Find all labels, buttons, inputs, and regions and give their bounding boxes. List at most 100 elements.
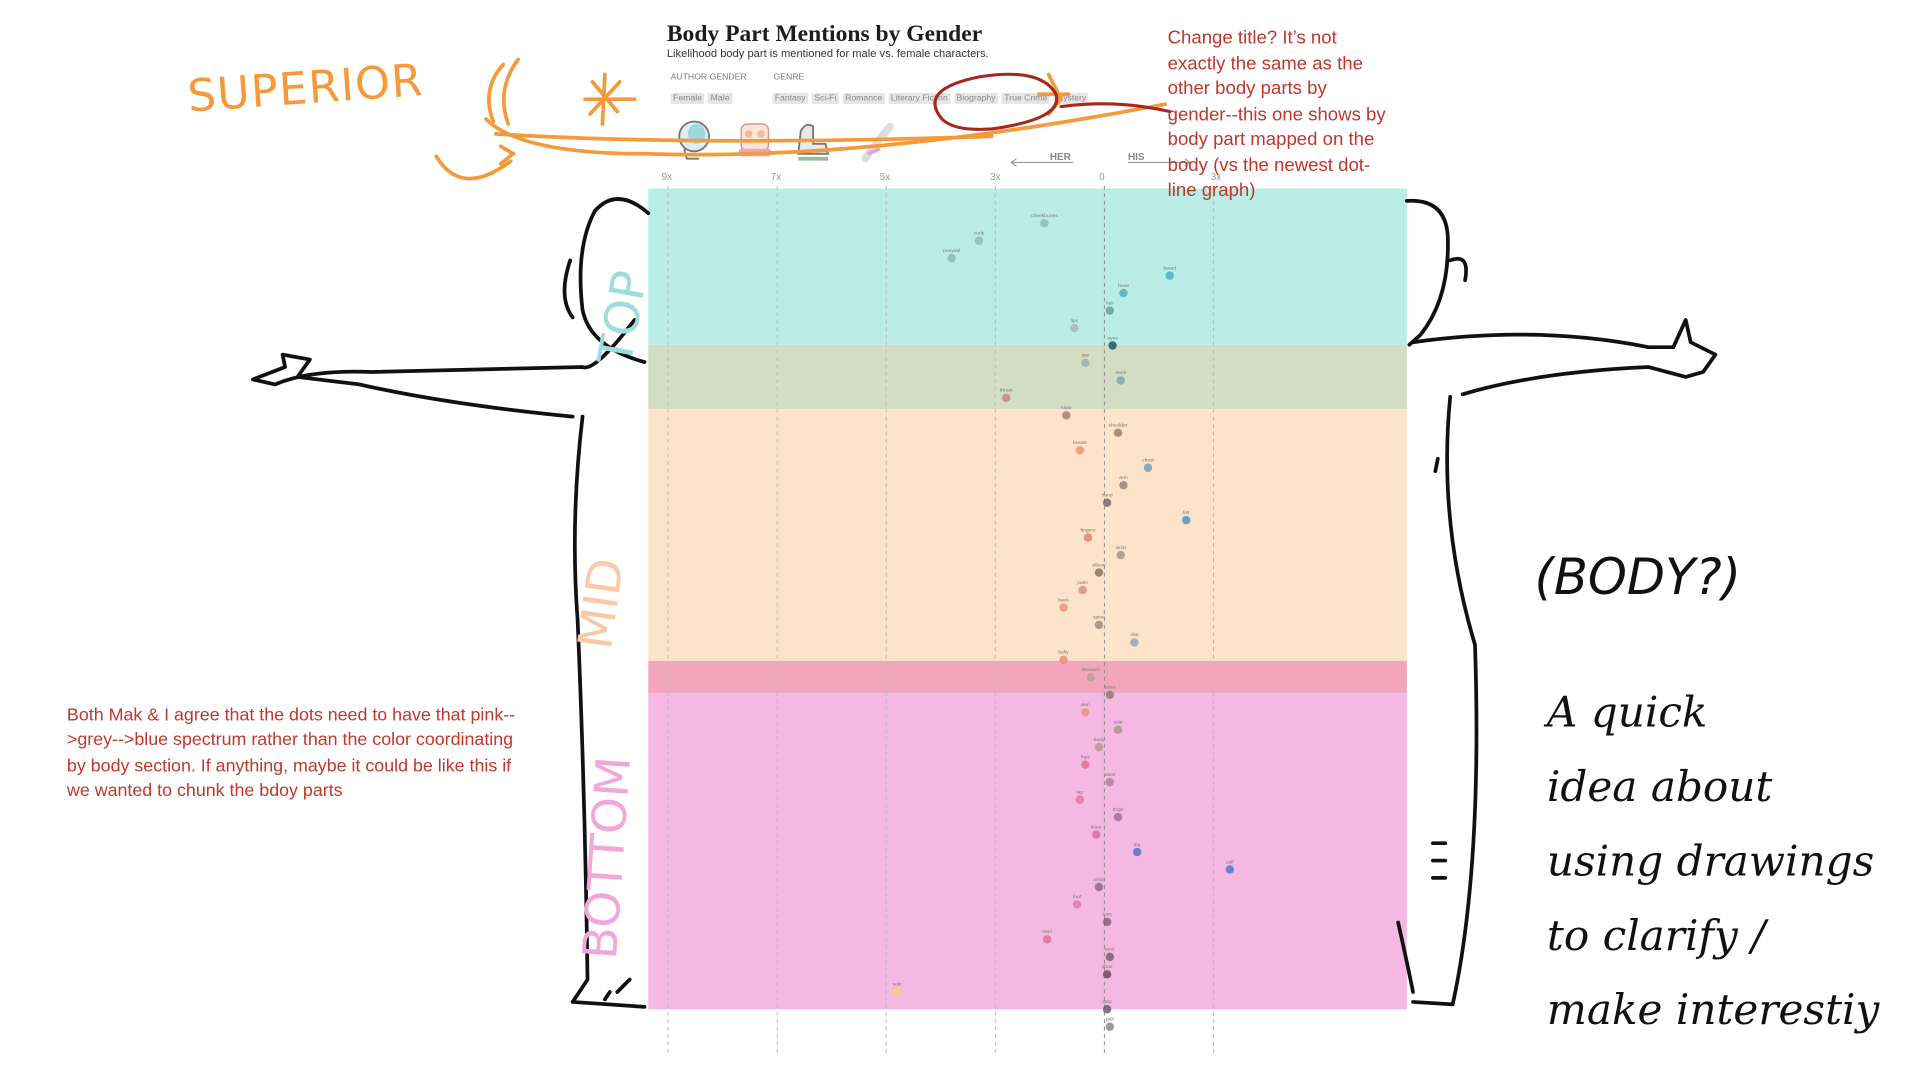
idea-line: make interestiy xyxy=(1546,985,1880,1036)
point-label: torso xyxy=(1104,685,1115,691)
point-ribs[interactable] xyxy=(1130,638,1139,647)
point-label: nape xyxy=(1061,406,1072,411)
point-chest[interactable] xyxy=(1143,463,1153,472)
point-nape[interactable] xyxy=(1062,411,1071,420)
point-leg[interactable] xyxy=(1132,847,1142,857)
point-label: ankle xyxy=(1093,877,1105,883)
point-label: arm xyxy=(1119,475,1128,481)
point-label: wrist xyxy=(1116,545,1127,551)
point-label: hand xyxy=(1102,492,1113,498)
point-shoe[interactable] xyxy=(1102,970,1112,979)
idea-line: idea about xyxy=(1546,762,1773,813)
annotation-color-note: Both Mak & I agree that the dots need to… xyxy=(66,705,516,802)
x-tick-9x: 9x xyxy=(661,171,673,183)
point-calf[interactable] xyxy=(1225,865,1235,874)
point-label: body xyxy=(1094,737,1105,743)
leg-icon[interactable] xyxy=(861,122,894,163)
filter-chip-female[interactable]: Female xyxy=(670,93,705,105)
x-tick-5x: 5x xyxy=(879,171,891,183)
point-body[interactable] xyxy=(1094,743,1104,752)
point-lips[interactable] xyxy=(1070,323,1079,333)
direction-labels: HER HIS xyxy=(1009,151,1195,168)
point-label: foot xyxy=(1073,894,1082,900)
point-throat[interactable] xyxy=(1002,393,1011,403)
head-icon[interactable] xyxy=(678,120,710,160)
point-gait[interactable] xyxy=(1105,1022,1115,1031)
point-foot[interactable] xyxy=(1072,900,1082,909)
point-eyes[interactable] xyxy=(1108,341,1117,350)
point-fingers[interactable] xyxy=(1083,533,1093,542)
filter-chip-male[interactable]: Male xyxy=(708,93,732,105)
point-label: stomach xyxy=(1081,667,1100,673)
x-tick-3x-his: 3x xyxy=(1210,171,1222,183)
point-palm[interactable] xyxy=(1078,585,1087,595)
point-cheekbones[interactable] xyxy=(1040,218,1049,228)
point-shoulder[interactable] xyxy=(1113,428,1123,438)
point-back[interactable] xyxy=(1059,603,1068,612)
point-waist[interactable] xyxy=(1105,777,1115,787)
genre-filter-label: GENRE xyxy=(773,73,805,82)
point-lap[interactable] xyxy=(1075,795,1085,804)
point-curls[interactable] xyxy=(974,236,984,245)
point-label: gait xyxy=(1106,1017,1115,1023)
author-gender-filter-label: AUTHOR GENDER xyxy=(670,73,747,82)
filter-chip-true-crime[interactable]: True Crime xyxy=(1001,93,1050,105)
his-label: HIS xyxy=(1127,151,1145,163)
point-stomach[interactable] xyxy=(1086,673,1095,682)
point-elbow[interactable] xyxy=(1094,568,1104,577)
filter-chip-literary-fiction[interactable]: Literary Fiction xyxy=(888,93,951,105)
point-side[interactable] xyxy=(1113,725,1123,734)
point-label: side xyxy=(1113,720,1122,726)
point-torso[interactable] xyxy=(1105,690,1115,700)
point-hair[interactable] xyxy=(1105,306,1115,315)
point-label: brow xyxy=(1118,283,1129,289)
point-arm[interactable] xyxy=(1119,481,1128,490)
point-label: hips xyxy=(1081,755,1091,761)
filter-chip-romance[interactable]: Romance xyxy=(842,93,885,105)
point-neck[interactable] xyxy=(1116,376,1125,385)
point-sole[interactable] xyxy=(892,987,902,997)
point-label: lips xyxy=(1071,318,1079,324)
filter-chip-biography[interactable]: Biography xyxy=(954,93,999,105)
point-knee[interactable] xyxy=(1091,830,1101,839)
point-brow[interactable] xyxy=(1119,288,1128,298)
filter-chip-mystery[interactable]: Mystery xyxy=(1053,93,1089,105)
point-label: toes xyxy=(1102,912,1112,918)
point-wrist[interactable] xyxy=(1116,550,1125,560)
point-label: throat xyxy=(1000,388,1013,394)
point-label: knee xyxy=(1091,824,1102,830)
point-label: palm xyxy=(1077,580,1088,586)
point-label: thigh xyxy=(1113,807,1124,813)
point-hand[interactable] xyxy=(1102,498,1112,507)
point-label: step xyxy=(1102,999,1112,1005)
point-label: ponytail xyxy=(943,248,960,254)
band-bottom xyxy=(648,693,1407,1010)
point-boot[interactable] xyxy=(1105,952,1115,962)
filter-chip-fantasy[interactable]: Fantasy xyxy=(772,93,809,105)
x-axis: 9x 7x 5x 3x 0 3x xyxy=(648,171,1407,186)
point-ankle[interactable] xyxy=(1094,882,1104,892)
point-label: spine xyxy=(1093,615,1105,621)
point-hips[interactable] xyxy=(1081,760,1090,769)
point-heel[interactable] xyxy=(1042,935,1052,944)
point-skin[interactable] xyxy=(1081,708,1090,717)
point-jaw[interactable] xyxy=(1081,358,1090,368)
point-breast[interactable] xyxy=(1075,446,1085,455)
idea-line: to clarify / xyxy=(1546,911,1766,961)
x-tick-3x-her: 3x xyxy=(990,171,1001,183)
point-step[interactable] xyxy=(1102,1005,1112,1014)
point-spine[interactable] xyxy=(1094,620,1104,630)
point-fist[interactable] xyxy=(1181,515,1191,525)
x-tick-zero: 0 xyxy=(1099,171,1105,183)
point-label: sole xyxy=(893,982,902,988)
filter-chip-scifi[interactable]: Sci-Fi xyxy=(811,93,839,105)
orange-scribbles xyxy=(434,57,1167,181)
point-toes[interactable] xyxy=(1102,917,1112,927)
point-thigh[interactable] xyxy=(1113,812,1123,822)
point-beard[interactable] xyxy=(1165,271,1175,280)
point-belly[interactable] xyxy=(1059,655,1068,665)
band-neck xyxy=(648,344,1407,410)
point-ponytail[interactable] xyxy=(947,253,956,263)
